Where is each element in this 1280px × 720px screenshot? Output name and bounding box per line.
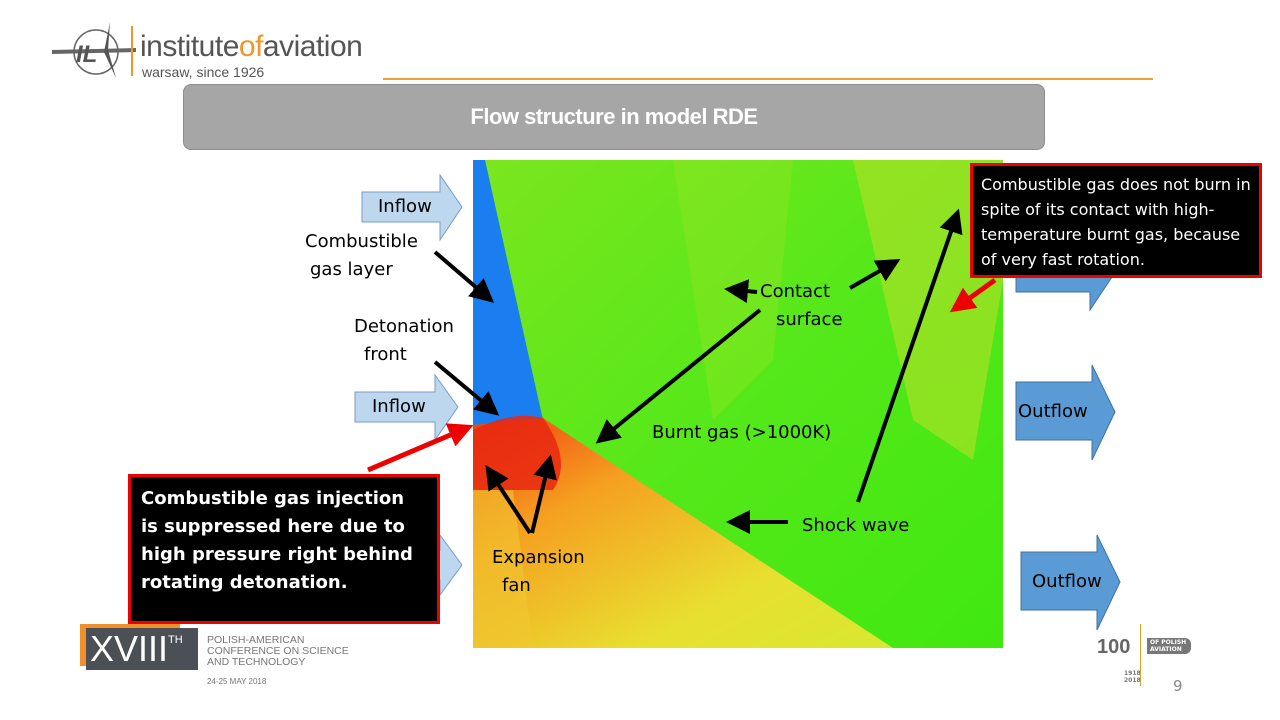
label-line: fan [502, 575, 531, 596]
pointer-arrow-contact-left [724, 279, 758, 304]
outflow-label-1: Outflow [1018, 401, 1088, 422]
burnt-gas-label: Burnt gas (>1000K) [652, 422, 832, 443]
centenary-line: AVIATION [1150, 646, 1182, 653]
outflow-label-2: Outflow [1032, 571, 1102, 592]
pointer-arrow-detonation [433, 360, 500, 416]
combustible-gas-layer-label: Combustible gas layer [305, 228, 418, 284]
logo-wordmark: instituteofaviation [140, 30, 363, 64]
pointer-arrow-shock-up [856, 208, 963, 503]
pointer-arrow-contact-right [849, 259, 901, 290]
conference-number: XVIII [90, 628, 169, 669]
conference-name: POLISH-AMERICAN CONFERENCE ON SCIENCE AN… [207, 635, 349, 668]
label-line: Detonation [354, 316, 454, 337]
slide-title: Flow structure in model RDE [183, 84, 1045, 150]
centenary-logo-number: 100 [1097, 636, 1131, 658]
institute-logo-icon: IL [52, 22, 136, 78]
conference-line: AND TECHNOLOGY [207, 656, 306, 668]
rde-flow-simulation-image [473, 160, 1003, 648]
label-line: Expansion [492, 547, 585, 568]
label-line: front [364, 344, 407, 365]
pointer-arrow-gas-layer [433, 250, 495, 303]
note-injection-suppressed: Combustible gas injection is suppressed … [128, 474, 440, 624]
centenary-year: 1918 [1124, 670, 1141, 677]
red-pointer-injection [367, 423, 474, 473]
label-line: Contact [760, 281, 831, 302]
centenary-year: 2018 [1124, 677, 1141, 684]
inflow-arrow-1 [361, 173, 463, 242]
logo-text-of: of [238, 30, 264, 63]
expansion-fan-label: Expansion fan [492, 544, 585, 600]
shock-wave-label: Shock wave [802, 515, 910, 536]
logo-text: institute [140, 30, 239, 63]
logo-divider [131, 26, 133, 76]
inflow-label-1: Inflow [378, 196, 432, 217]
pointer-arrow-contact-lower [595, 308, 762, 444]
logo-subtitle: warsaw, since 1926 [142, 64, 265, 80]
pointer-arrow-expansion-1 [485, 464, 532, 535]
pointer-arrow-expansion-2 [530, 454, 557, 534]
conference-line: POLISH-AMERICAN [207, 634, 305, 646]
detonation-front-label: Detonation front [354, 313, 454, 369]
svg-text:IL: IL [76, 41, 97, 68]
page-number: 9 [1173, 677, 1183, 695]
centenary-line: OF POLISH [1150, 639, 1187, 646]
outflow-arrow-1 [1015, 364, 1116, 461]
outflow-arrow-2 [1020, 534, 1121, 631]
conference-number-suffix: TH [168, 634, 183, 646]
conference-line: CONFERENCE ON SCIENCE [207, 645, 349, 657]
logo-text: aviation [262, 30, 363, 63]
red-pointer-no-burn [949, 277, 997, 313]
label-line: Combustible [305, 231, 418, 252]
contact-surface-label: Contact surface [760, 278, 843, 334]
centenary-divider [1140, 624, 1141, 686]
label-line: gas layer [310, 259, 393, 280]
label-line: surface [776, 309, 843, 330]
inflow-label-2: Inflow [372, 396, 426, 417]
conference-date: 24-25 MAY 2018 [207, 677, 267, 686]
note-no-burn: Combustible gas does not burn in spite o… [970, 163, 1262, 278]
header-divider [383, 78, 1153, 80]
